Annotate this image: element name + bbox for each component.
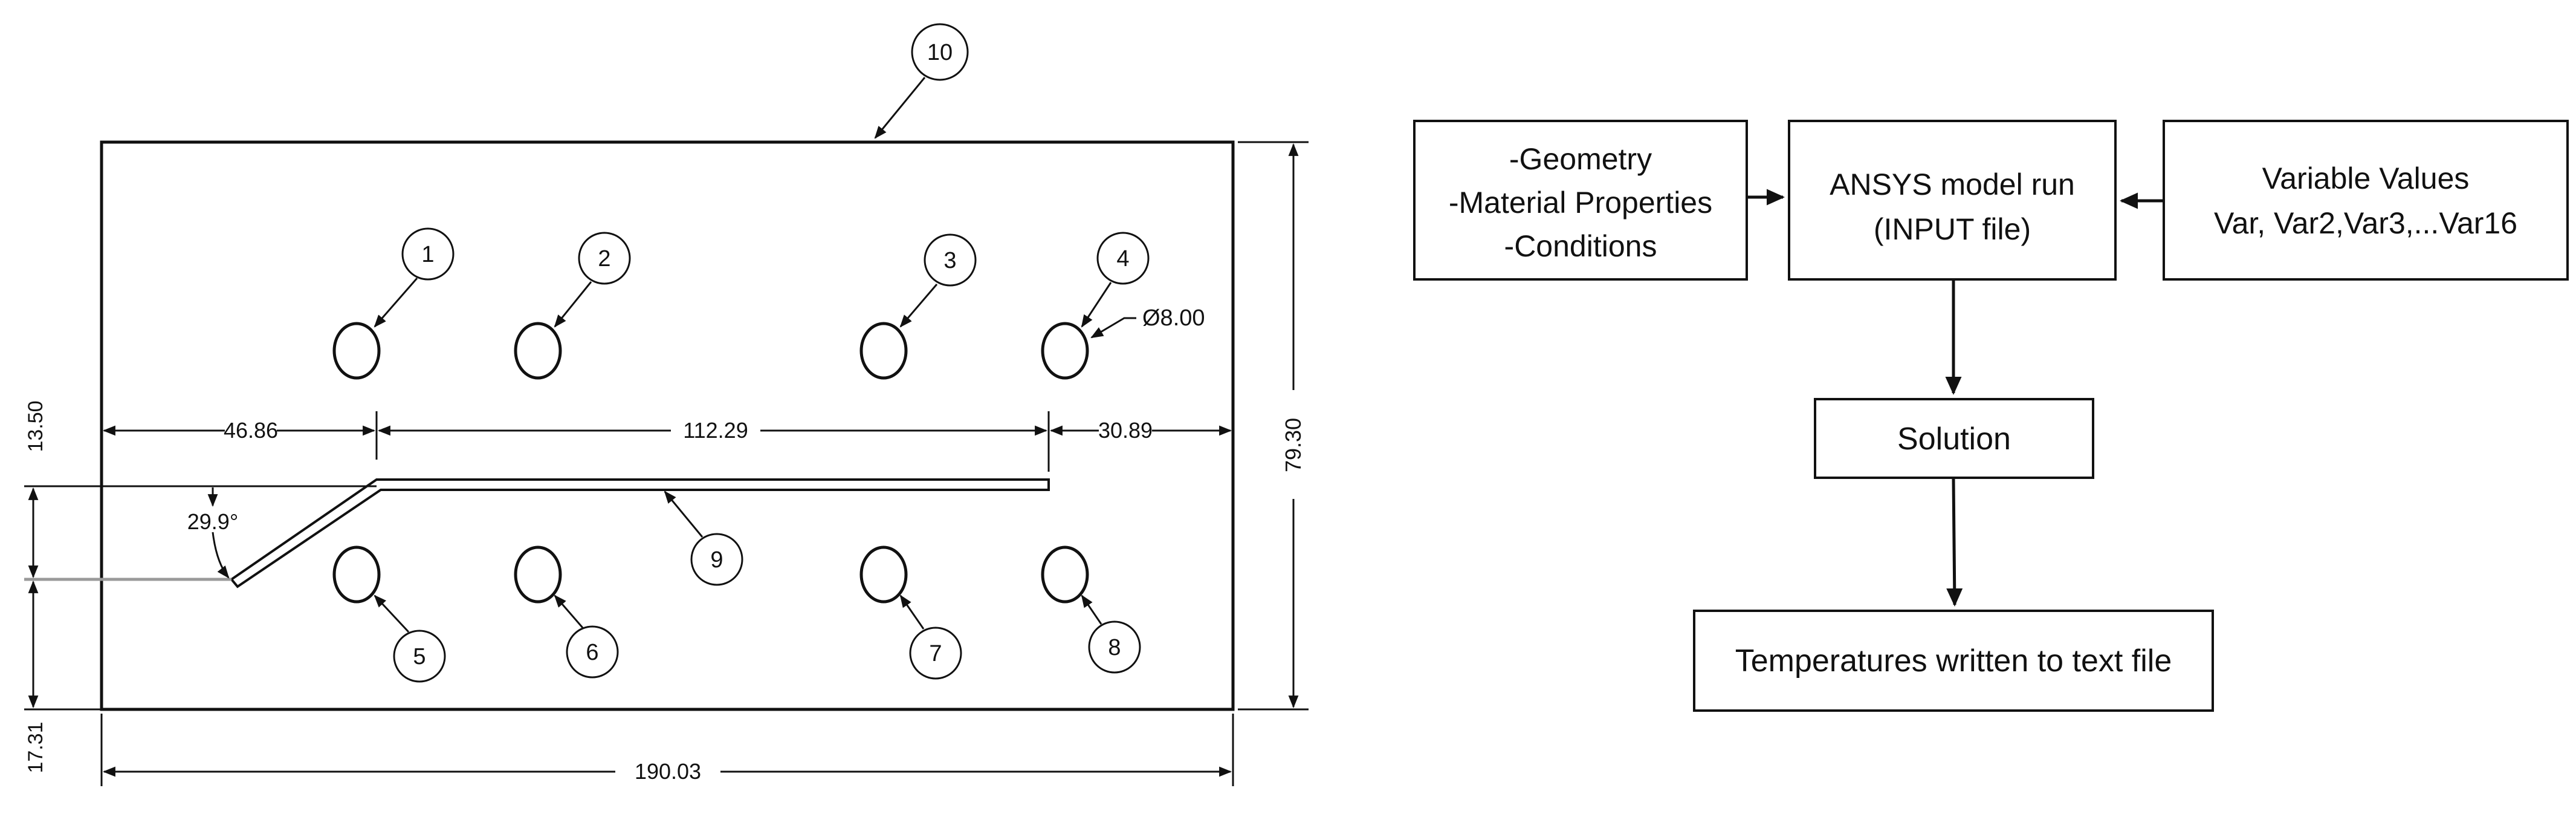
- inputs-line-conditions: -Conditions: [1504, 229, 1657, 263]
- solution-label: Solution: [1897, 422, 2011, 457]
- hole-6: [514, 545, 562, 604]
- dim-left-span: 46.86: [224, 418, 278, 443]
- engineering-drawing: 1 2 3 4 5: [24, 23, 1309, 786]
- hole-2: [514, 322, 562, 380]
- angle-annotation: [207, 487, 230, 579]
- callout-label-4: 4: [1116, 246, 1129, 272]
- plate-outline: [100, 140, 1235, 711]
- callout-2: 2: [554, 232, 631, 328]
- output-label: Temperatures written to text file: [1735, 643, 2172, 679]
- callout-3: 3: [899, 233, 977, 328]
- callout-label-6: 6: [586, 640, 598, 665]
- channel-9: [230, 478, 1050, 588]
- dimension-row-top: [102, 411, 1232, 472]
- flowchart: -Geometry -Material Properties -Conditio…: [1413, 120, 2569, 712]
- model-line-1: ANSYS model run: [1830, 168, 2075, 201]
- callout-label-10: 10: [927, 40, 953, 65]
- inputs-line-geometry: -Geometry: [1509, 142, 1652, 176]
- model-line-2: (INPUT file): [1874, 212, 2031, 246]
- callout-label-9: 9: [710, 547, 723, 573]
- hole-4: [1041, 322, 1089, 380]
- callout-label-2: 2: [598, 246, 610, 272]
- flow-arrows: [1748, 189, 2163, 607]
- callout-7: 7: [899, 594, 962, 680]
- dim-lower-left: 17.31: [24, 721, 47, 773]
- dim-hole-diameter: Ø8.00: [1142, 305, 1205, 331]
- dimension-height: [1238, 141, 1309, 711]
- hole-3: [859, 322, 908, 380]
- output-box: Temperatures written to text file: [1693, 610, 2214, 712]
- variables-line-1: Variable Values: [2262, 161, 2470, 195]
- callout-label-5: 5: [413, 644, 426, 669]
- callout-5: 5: [374, 594, 446, 683]
- callout-10: 10: [874, 23, 969, 139]
- dimension-left: [24, 485, 377, 711]
- dimension-total-width: [100, 714, 1234, 786]
- dim-right-span: 30.89: [1098, 418, 1153, 443]
- dim-total-width: 190.03: [635, 759, 701, 784]
- dim-height: 79.30: [1281, 418, 1306, 472]
- variables-box: Variable Values Var, Var2,Var3,...Var16: [2163, 120, 2569, 281]
- callout-1: 1: [374, 227, 455, 328]
- callout-label-1: 1: [421, 242, 434, 267]
- hole-5: [332, 545, 381, 604]
- dim-upper-left: 13.50: [24, 400, 47, 452]
- hole-7: [859, 545, 908, 604]
- inputs-line-material: -Material Properties: [1449, 186, 1712, 220]
- callout-label-3: 3: [943, 248, 956, 273]
- callout-6: 6: [554, 594, 619, 679]
- callout-label-7: 7: [929, 641, 942, 666]
- holes: [332, 322, 1089, 604]
- hole-8: [1041, 545, 1089, 604]
- callout-4: 4: [1081, 232, 1150, 328]
- dim-angle: 29.9°: [187, 509, 238, 534]
- inputs-box: -Geometry -Material Properties -Conditio…: [1413, 120, 1748, 281]
- arrow-solution-to-output: [1946, 478, 1963, 607]
- callout-label-8: 8: [1108, 635, 1121, 660]
- variables-line-2: Var, Var2,Var3,...Var16: [2214, 206, 2517, 240]
- callout-9: 9: [664, 490, 743, 586]
- callouts: 1 2 3 4 5: [374, 23, 1150, 683]
- hole-1: [332, 322, 381, 380]
- solution-box: Solution: [1814, 398, 2094, 479]
- callout-8: 8: [1081, 594, 1141, 674]
- dim-middle-span: 112.29: [683, 418, 748, 443]
- model-box: ANSYS model run (INPUT file): [1788, 120, 2117, 281]
- hole-diameter-leader: [1090, 317, 1136, 339]
